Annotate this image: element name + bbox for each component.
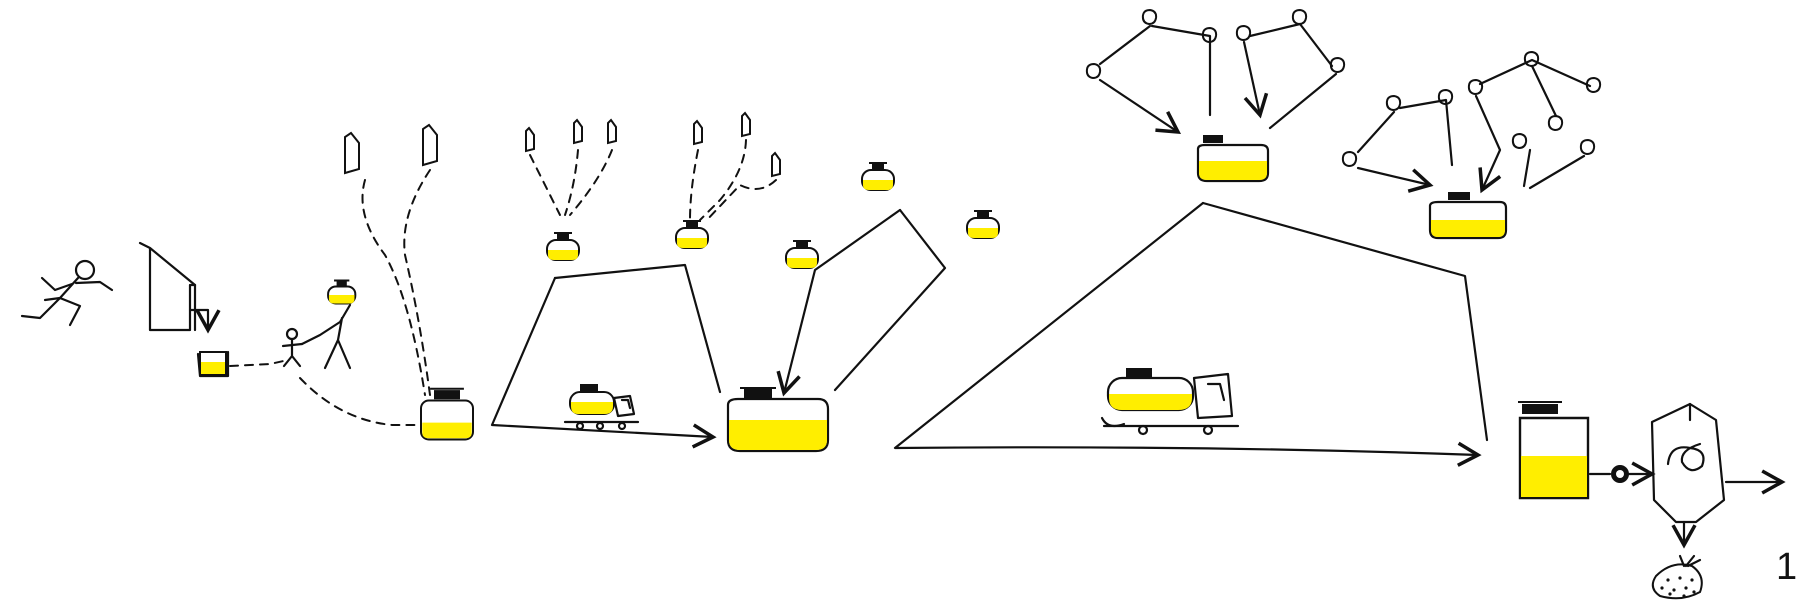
dashed-path <box>700 140 746 220</box>
output-bag-icon <box>1653 556 1702 598</box>
network-line <box>1480 60 1590 116</box>
latrine-house-figure <box>140 243 208 330</box>
dashed-path <box>705 180 776 222</box>
network-nodes <box>1341 51 1602 167</box>
network-line <box>1524 150 1584 188</box>
separator-tank <box>1652 404 1782 545</box>
treatment-storage-tank <box>1518 402 1588 498</box>
vacuum-truck-small <box>565 384 638 429</box>
route-line-3 <box>1203 203 1487 440</box>
pit-container <box>198 352 228 376</box>
manual-path-dashed <box>230 360 288 366</box>
network-line <box>1100 80 1178 132</box>
collection-tank-3 <box>1198 135 1268 181</box>
carrier-with-bucket-figure <box>302 279 357 369</box>
house-icon <box>573 119 583 144</box>
house-icon <box>741 112 751 137</box>
network-line <box>1476 96 1500 190</box>
network-line <box>1100 26 1150 64</box>
transfer-tank-2 <box>728 388 828 451</box>
small-container <box>966 210 1000 239</box>
dashed-path <box>530 155 560 215</box>
house-icon <box>422 124 438 166</box>
network-line <box>1152 26 1210 115</box>
route-line-2 <box>784 210 900 393</box>
network-line <box>1244 42 1260 115</box>
house-icon <box>607 119 617 144</box>
small-container <box>546 232 580 261</box>
collection-tank-4 <box>1430 192 1506 238</box>
page-number: 1 <box>1776 546 1796 588</box>
vacuum-truck-large <box>1102 368 1238 434</box>
network-line <box>1358 112 1394 152</box>
network-line <box>1358 168 1430 185</box>
network-line <box>1400 100 1452 165</box>
dashed-path-houses <box>404 170 430 395</box>
network-line <box>1250 24 1332 66</box>
dashed-path <box>690 150 698 220</box>
small-container <box>785 240 819 269</box>
dashed-path <box>570 150 612 215</box>
route-line-1 <box>555 265 720 392</box>
route-line-2 <box>835 210 945 390</box>
house-icon <box>771 152 781 177</box>
dashed-path-to-tank-1 <box>300 378 420 425</box>
small-container <box>861 162 895 191</box>
collection-tank-1 <box>421 389 473 440</box>
dashed-path <box>565 150 578 215</box>
route-line-1 <box>492 278 713 437</box>
route-line-3 <box>895 203 1478 455</box>
child-figure <box>283 329 302 366</box>
house-icon <box>344 132 360 174</box>
house-icon <box>525 127 535 152</box>
house-icon <box>693 120 703 145</box>
small-container <box>675 220 709 249</box>
pump-icon <box>1590 466 1652 482</box>
network-line <box>1270 74 1336 128</box>
dashed-path-houses <box>363 180 426 395</box>
running-person-figure <box>22 261 112 325</box>
